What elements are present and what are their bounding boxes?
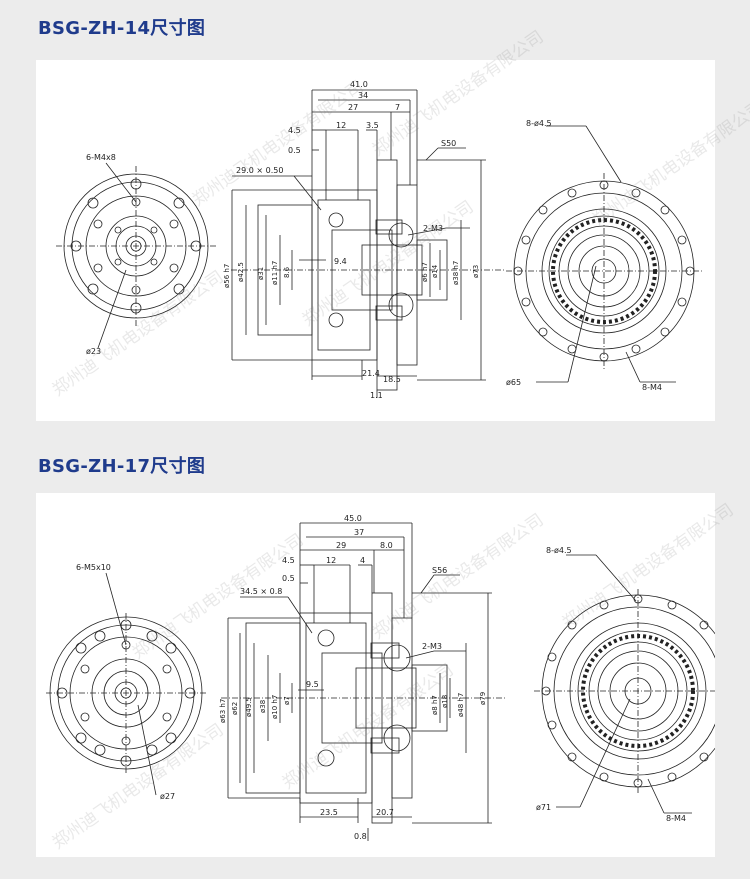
label-bolts-right: 8-M4 xyxy=(642,383,662,392)
label-dia-right: ø65 xyxy=(506,378,521,387)
front-view-input xyxy=(56,162,216,349)
dim-8: ø8 h7 xyxy=(431,695,439,715)
dim-73: ø73 xyxy=(472,265,480,278)
dim-12: 12 xyxy=(336,121,346,130)
dim-63: ø63 h7 xyxy=(219,699,227,723)
dim-6: ø6 h7 xyxy=(421,262,429,282)
label-dia-right: ø71 xyxy=(536,803,551,812)
dim-18: ø18 xyxy=(441,695,449,708)
section-view xyxy=(221,522,506,841)
dim-total: 41.0 xyxy=(350,80,368,89)
dim-chamfer: 34.5 × 0.8 xyxy=(240,587,282,596)
dim-29: 29 xyxy=(336,541,346,550)
label-bolts: 6-M4x8 xyxy=(86,153,116,162)
dim-4-5: 4.5 xyxy=(288,126,301,135)
front-view-output xyxy=(506,125,702,383)
label-holes: 8-ø4.5 xyxy=(546,546,572,555)
dim-62: ø62 xyxy=(231,702,239,715)
dim-23-5: 23.5 xyxy=(320,808,338,817)
dim-49-5: ø49.5 xyxy=(245,697,253,717)
dim-11: ø11 h7 xyxy=(271,261,279,285)
dim-79: ø79 xyxy=(479,692,487,705)
dim-4-5: 4.5 xyxy=(282,556,295,565)
dim-m3: 2-M3 xyxy=(423,224,443,233)
dim-total: 45.0 xyxy=(344,514,362,523)
label-dia: ø27 xyxy=(160,792,175,801)
section-view xyxy=(231,89,506,398)
drawing-zh14: 6-M4x8 ø23 41.0 34 27 7 4.5 12 3.5 0.5 2… xyxy=(56,80,702,400)
dim-18-5: 18.5 xyxy=(383,375,401,384)
front-view-input xyxy=(46,572,206,796)
dim-10: ø10 h7 xyxy=(271,695,279,719)
dim-4: 4 xyxy=(360,556,365,565)
label-holes: 8-ø4.5 xyxy=(526,119,552,128)
dim-34: 34 xyxy=(358,91,368,100)
dim-31: ø31 xyxy=(257,267,265,280)
label-dia: ø23 xyxy=(86,347,101,356)
dim-7: ø7 xyxy=(283,696,291,705)
page-title-zh17: BSG-ZH-17尺寸图 xyxy=(38,456,206,477)
dim-56: ø56 h7 xyxy=(223,264,231,288)
drawing-zh17: 6-M5x10 ø27 45.0 37 29 8.0 4.5 12 4 0.5 … xyxy=(46,514,715,841)
dim-42-5: ø42.5 xyxy=(237,262,245,282)
drawing-panel-zh14: 6-M4x8 ø23 41.0 34 27 7 4.5 12 3.5 0.5 2… xyxy=(36,27,750,421)
dim-0-8: 0.8 xyxy=(354,832,367,841)
dim-21-4: 21.4 xyxy=(362,369,380,378)
dim-48: ø48 h7 xyxy=(457,693,465,717)
dim-27: 27 xyxy=(348,103,358,112)
dim-8: 8.0 xyxy=(380,541,393,550)
dim-0-5: 0.5 xyxy=(288,146,301,155)
dim-1-1: 1.1 xyxy=(370,391,383,400)
dim-0-5: 0.5 xyxy=(282,574,295,583)
front-view-output xyxy=(534,554,715,814)
label-bolts: 6-M5x10 xyxy=(76,563,111,572)
label-bolts-right: 8-M4 xyxy=(666,814,686,823)
dim-3-5: 3.5 xyxy=(366,121,379,130)
dim-38: ø38 h7 xyxy=(452,261,460,285)
dim-s: S56 xyxy=(432,566,447,575)
dim-chamfer: 29.0 × 0.50 xyxy=(236,166,283,175)
dim-37: 37 xyxy=(354,528,364,537)
dim-8-6: 8.6 xyxy=(283,266,291,278)
dim-s: S50 xyxy=(441,139,456,148)
drawing-panel-zh17: 6-M5x10 ø27 45.0 37 29 8.0 4.5 12 4 0.5 … xyxy=(36,493,737,857)
dim-38: ø38 xyxy=(259,700,267,713)
dim-20-7: 20.7 xyxy=(376,808,394,817)
dim-m3: 2-M3 xyxy=(422,642,442,651)
dim-9-5: 9.5 xyxy=(306,680,319,689)
dim-7: 7 xyxy=(395,103,400,112)
dim-9-4: 9.4 xyxy=(334,257,347,266)
page-title-zh14: BSG-ZH-14尺寸图 xyxy=(38,18,206,39)
dim-14: ø14 xyxy=(431,264,439,278)
dim-12: 12 xyxy=(326,556,336,565)
